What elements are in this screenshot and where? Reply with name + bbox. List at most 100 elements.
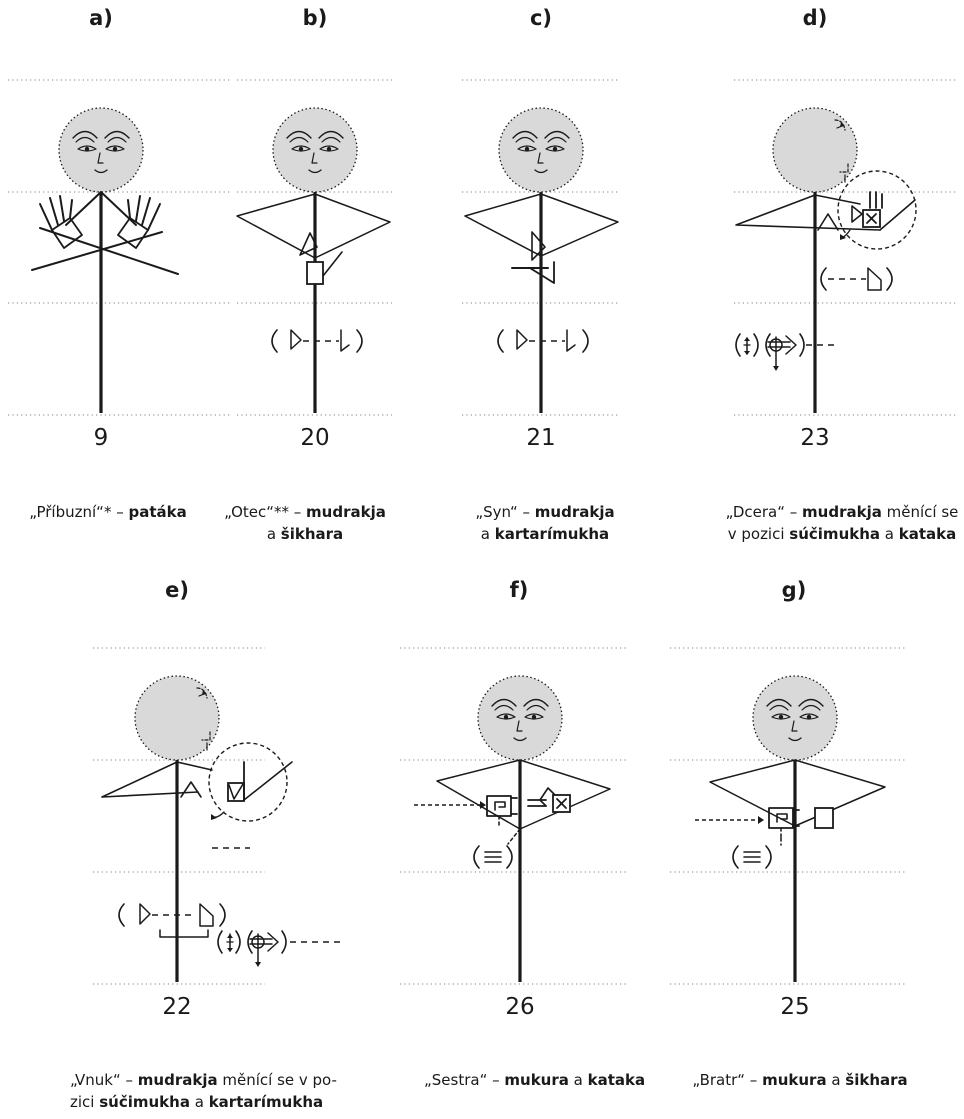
arrow-up [744, 337, 750, 341]
caption-text: měnící se v po- [217, 1071, 337, 1089]
caption-line: „Bratr“ – mukura a šikhara [690, 1069, 910, 1091]
letter-c: c) [529, 6, 553, 30]
head [477, 675, 563, 761]
hand-notation [497, 329, 589, 353]
caption-text: „Sestra“ – [424, 1071, 505, 1089]
face [491, 698, 549, 742]
caption-term: mukura [504, 1071, 569, 1089]
caption-text: a [826, 1071, 846, 1089]
caption-text: a [880, 525, 899, 543]
parallel-lines-sign [732, 845, 772, 869]
dashed-circle [208, 742, 288, 822]
eye-pupil [806, 714, 812, 720]
figure-c [464, 107, 619, 413]
caption-line: „Příbuzní“* – patáka [18, 501, 198, 523]
hand-box-icon [212, 761, 293, 849]
circle [837, 170, 917, 250]
head-circle [58, 107, 144, 193]
shoulders [709, 759, 886, 827]
head-circle [134, 675, 220, 761]
face [286, 130, 344, 174]
face [512, 130, 570, 174]
arrow-head [758, 816, 764, 824]
caption-line: a šikhara [215, 523, 395, 545]
eye-pupil [524, 146, 530, 152]
crossed-box-icon [552, 794, 571, 813]
caption-term: mudrakja [306, 503, 386, 521]
letter-d: d) [802, 6, 828, 30]
caption-g: „Bratr“ – mukura a šikhara [690, 1069, 910, 1091]
head [58, 107, 144, 193]
figure-e [101, 675, 345, 982]
eye-pupil [112, 146, 118, 152]
circle [208, 742, 288, 822]
shoulders [101, 761, 213, 798]
arrow-down [255, 962, 261, 967]
arrow-down [744, 351, 750, 355]
caption-text: „Vnuk“ – [70, 1071, 138, 1089]
square-icon [306, 261, 324, 285]
caption-term: súčimukha [99, 1093, 190, 1111]
figure-number-a: 9 [93, 425, 109, 451]
caption-text: „Příbuzní“* – [29, 503, 129, 521]
caption-term: šikhara [280, 525, 344, 543]
head-circle [752, 675, 838, 761]
profile-marks [196, 687, 211, 751]
head [772, 107, 858, 193]
head [272, 107, 358, 193]
eye-pupil [84, 146, 90, 152]
letter-g: g) [781, 578, 807, 602]
caption-term: kartarímukha [208, 1093, 324, 1111]
hand-notation [820, 267, 893, 291]
eye-pupil [503, 714, 509, 720]
guide-lines [8, 79, 956, 985]
figure-number-e: 22 [162, 994, 192, 1020]
figure-d [735, 107, 917, 413]
shoulders [464, 193, 619, 257]
caption-term: mukura [762, 1071, 827, 1089]
caption-f: „Sestra“ – mukura a kataka [424, 1069, 645, 1091]
caption-term: mudrakja [802, 503, 882, 521]
caption-term: kataka [587, 1071, 646, 1089]
eye-pupil [326, 146, 332, 152]
head-circle [477, 675, 563, 761]
caption-text: „Syn“ – [475, 503, 535, 521]
caption-text: „Otec“** – [224, 503, 307, 521]
caption-line: zici súčimukha a kartarímukha [70, 1091, 323, 1113]
caption-line: „Dcera“ – mudrakja měnící se [722, 501, 962, 523]
caption-text: a [480, 525, 495, 543]
dashed-circle [837, 170, 917, 250]
crossed-box-icon [862, 209, 881, 228]
caption-text: měnící se [881, 503, 959, 521]
arrow-down [773, 366, 779, 371]
head-circle [498, 107, 584, 193]
caption-term: mudrakja [137, 1071, 218, 1089]
caption-term: mudrakja [534, 503, 615, 521]
letter-b: b) [302, 6, 328, 30]
face [766, 698, 824, 742]
left-hand-icon [39, 195, 83, 249]
hand-notation [271, 329, 363, 353]
mukura-icon [486, 795, 518, 827]
shoulders [735, 194, 916, 231]
letter-a: a) [89, 6, 113, 30]
hand-notation [118, 903, 226, 938]
arrow-down [227, 948, 233, 952]
caption-term: kataka [898, 525, 957, 543]
shoulders [436, 759, 611, 830]
shoulders [236, 193, 391, 259]
lower-notation [217, 930, 345, 967]
lower-notation [735, 333, 838, 371]
caption-line: „Syn“ – mudrakja [455, 501, 635, 523]
arrow-head [211, 814, 217, 820]
caption-term: patáka [128, 503, 187, 521]
caption-b: „Otec“** – mudrakja a šikhara [215, 501, 395, 545]
figure-number-f: 26 [505, 994, 535, 1020]
face [72, 130, 130, 174]
dashed-arrow [414, 801, 486, 809]
figure-a [31, 107, 179, 413]
figure-f [414, 675, 611, 982]
gesture-mark [511, 231, 555, 284]
head [134, 675, 220, 761]
